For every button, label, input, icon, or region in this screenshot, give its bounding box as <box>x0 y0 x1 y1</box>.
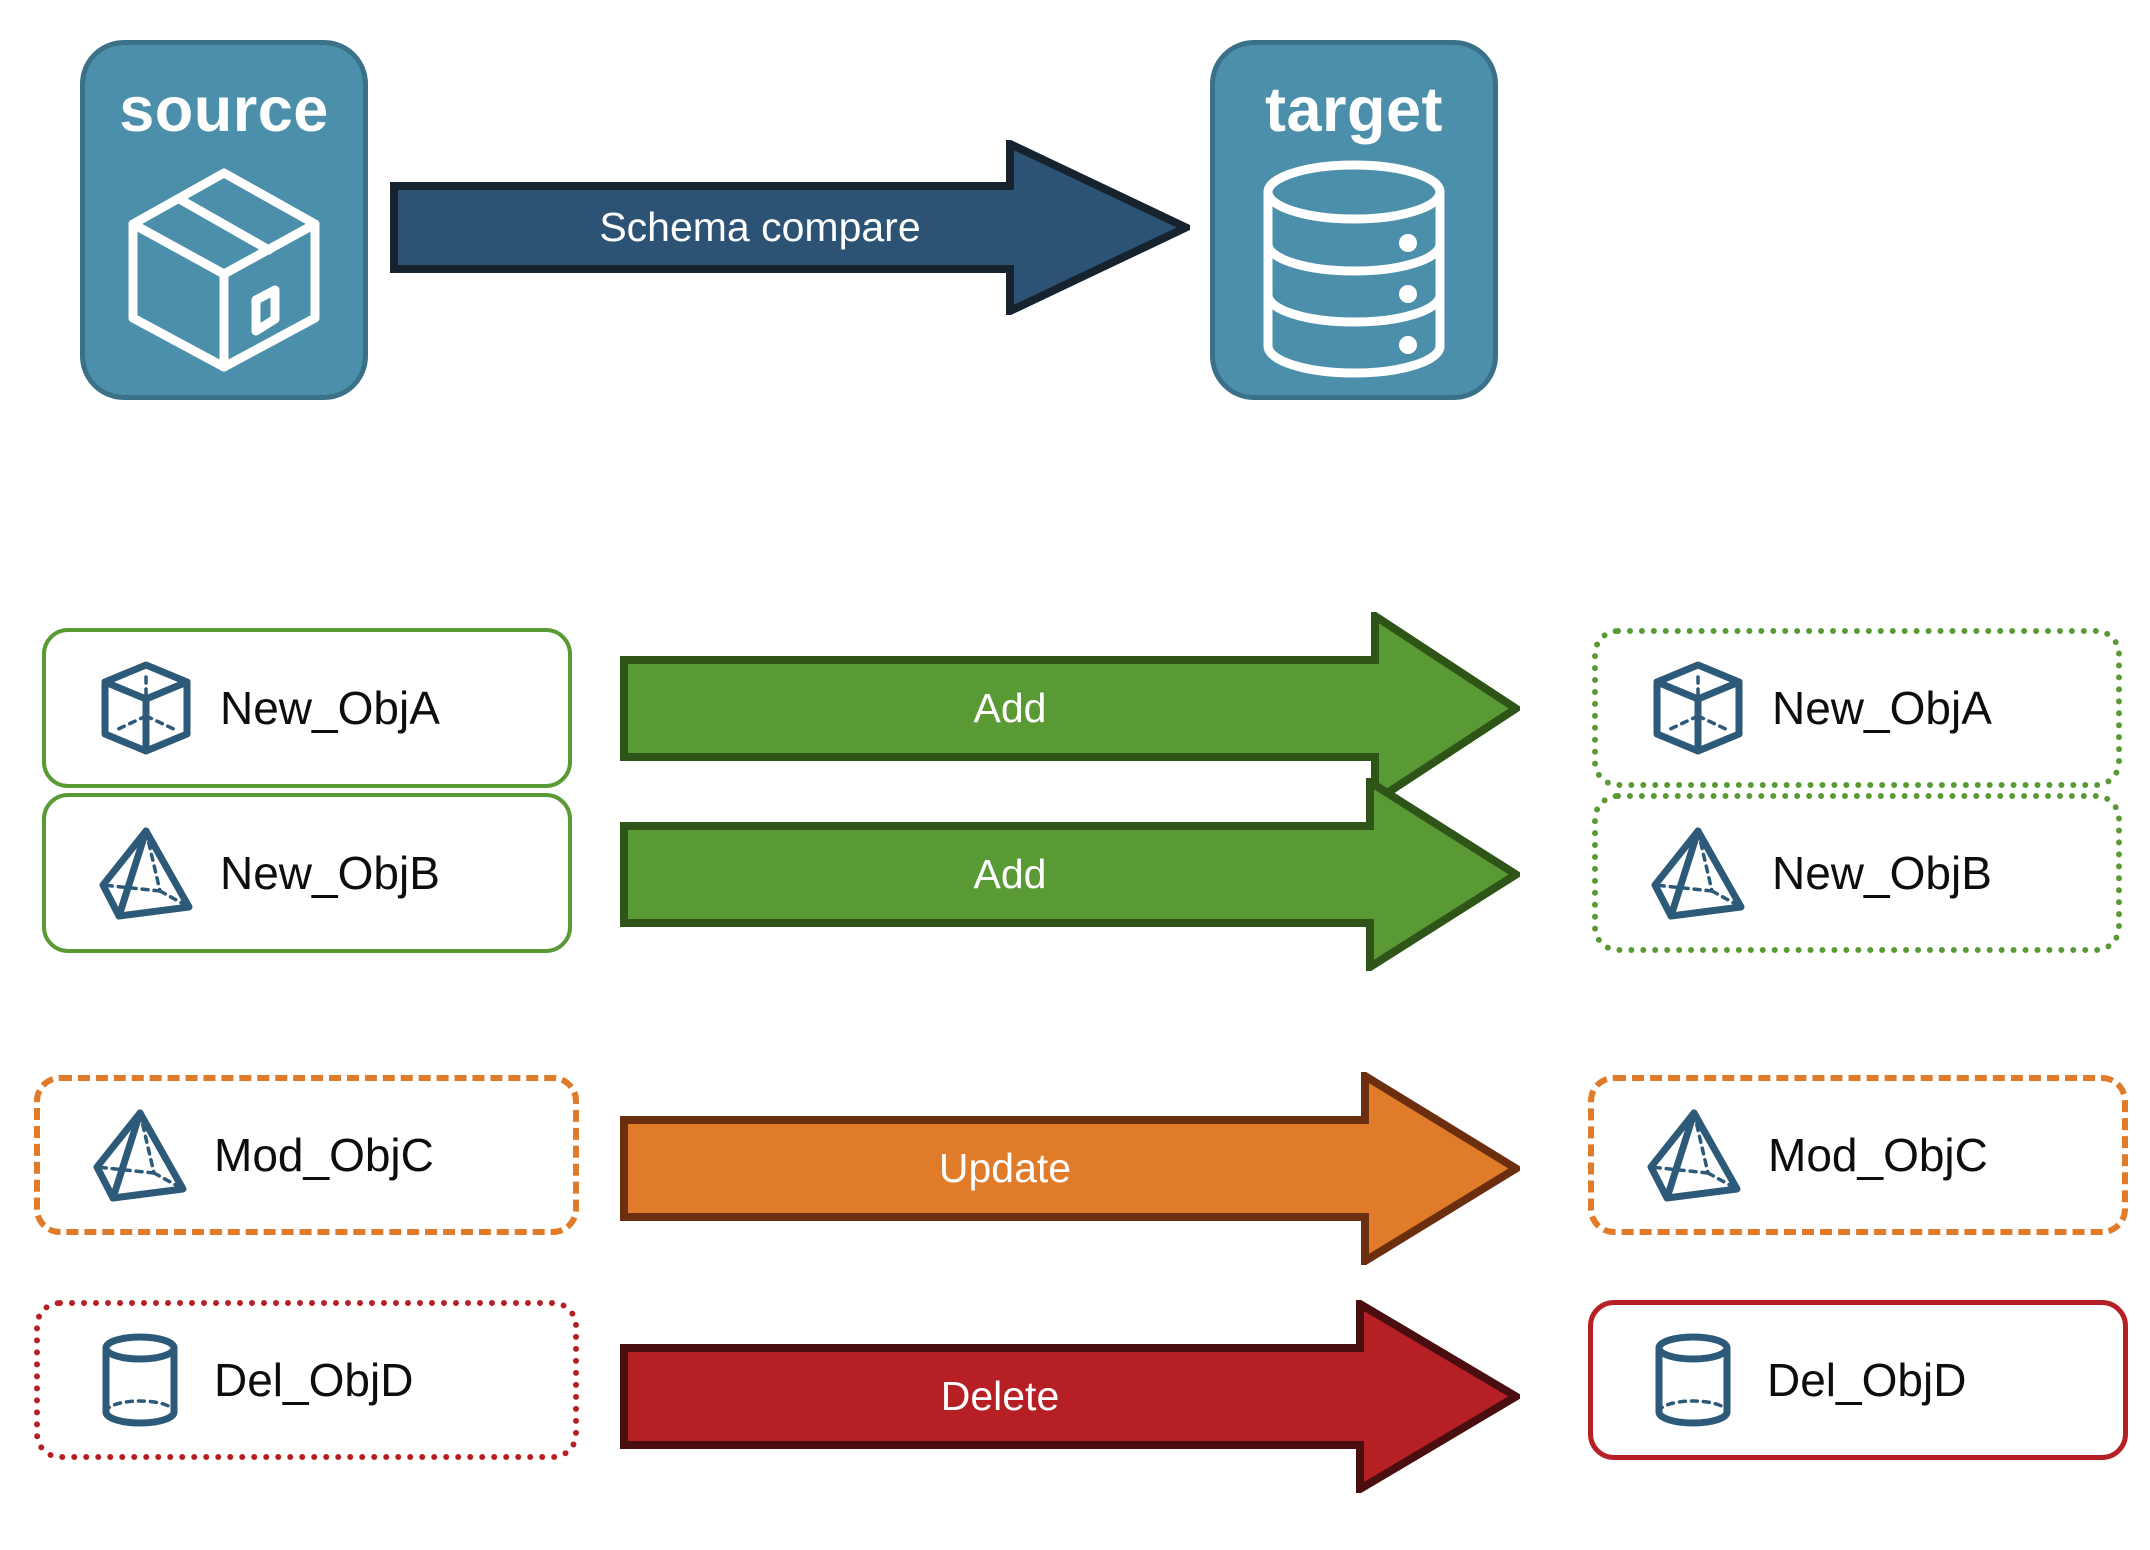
package-box-icon <box>85 142 363 395</box>
source-object-label-4: Del_ObjD <box>214 1354 414 1406</box>
target-object-label-4: Del_ObjD <box>1767 1354 1967 1406</box>
target-object-card-4[interactable]: Del_ObjD <box>1588 1300 2128 1460</box>
target-object-card-2[interactable]: New_ObjB <box>1592 793 2122 953</box>
wireframe-pyramid-icon <box>94 821 198 925</box>
action-arrow-delete[interactable]: Delete <box>620 1300 1520 1493</box>
target-object-label-1: New_ObjA <box>1772 682 1992 734</box>
target-panel-label: target <box>1264 75 1444 145</box>
wireframe-pyramid-icon <box>88 1103 192 1207</box>
wireframe-pyramid-icon <box>1642 1103 1746 1207</box>
action-arrow-update[interactable]: Update <box>620 1072 1520 1265</box>
action-arrow-add-2[interactable]: Add <box>620 778 1520 971</box>
source-object-card-1[interactable]: New_ObjA <box>42 628 572 788</box>
source-object-label-1: New_ObjA <box>220 682 440 734</box>
target-object-card-1[interactable]: New_ObjA <box>1592 628 2122 788</box>
source-panel-label: source <box>119 75 329 145</box>
source-object-label-3: Mod_ObjC <box>214 1129 434 1181</box>
source-object-card-2[interactable]: New_ObjB <box>42 793 572 953</box>
wireframe-cylinder-icon <box>1641 1328 1745 1432</box>
source-object-label-2: New_ObjB <box>220 847 440 899</box>
target-endpoint-panel[interactable]: target <box>1210 40 1498 400</box>
source-endpoint-panel[interactable]: source <box>80 40 368 400</box>
source-object-card-4[interactable]: Del_ObjD <box>34 1300 579 1460</box>
schema-compare-arrow[interactable] <box>390 140 1190 315</box>
source-object-card-3[interactable]: Mod_ObjC <box>34 1075 579 1235</box>
wireframe-cube-icon <box>1646 656 1750 760</box>
target-object-label-2: New_ObjB <box>1772 847 1992 899</box>
target-object-label-3: Mod_ObjC <box>1768 1129 1988 1181</box>
wireframe-cylinder-icon <box>88 1328 192 1432</box>
database-cylinder-icon <box>1215 142 1493 395</box>
wireframe-cube-icon <box>94 656 198 760</box>
target-object-card-3[interactable]: Mod_ObjC <box>1588 1075 2128 1235</box>
wireframe-pyramid-icon <box>1646 821 1750 925</box>
action-arrow-add-1[interactable]: Add <box>620 612 1520 805</box>
